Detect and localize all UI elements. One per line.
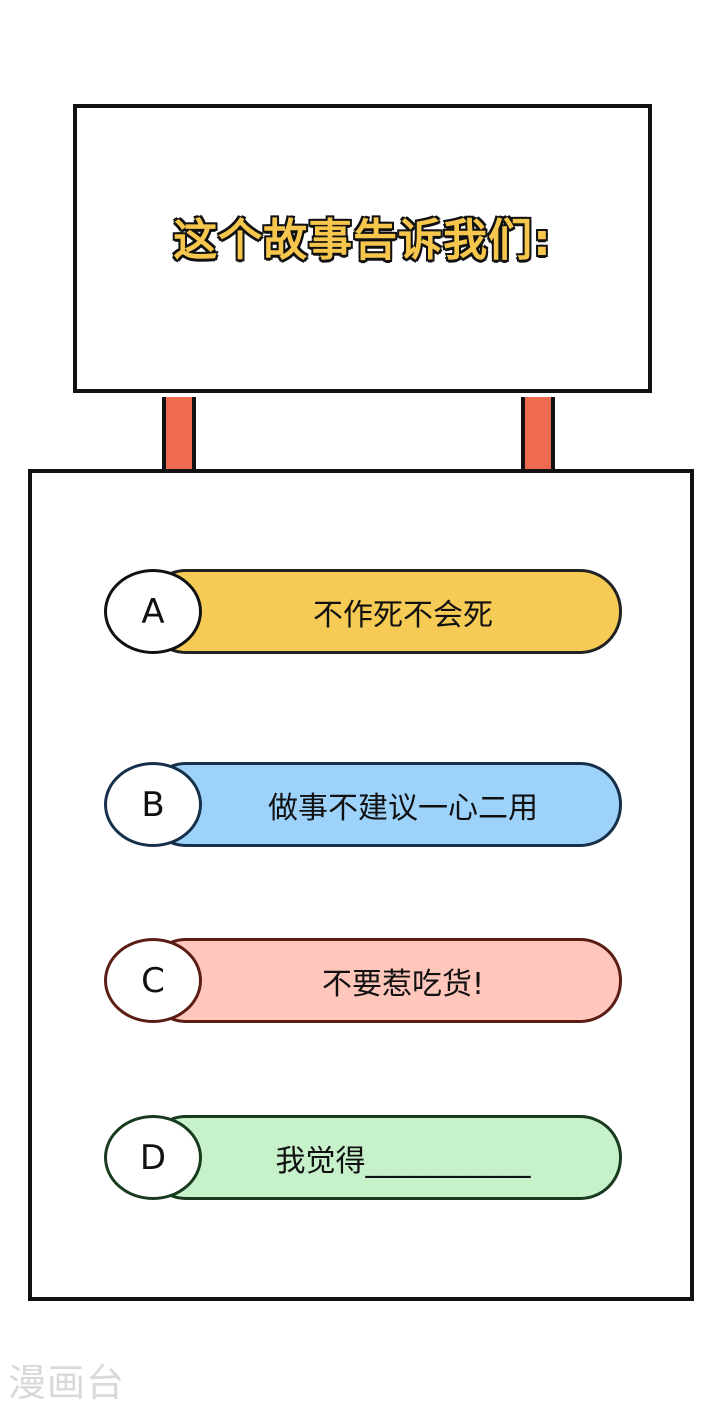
option-d-button[interactable]: 我觉得___________ D <box>104 1115 622 1200</box>
sign-post-left <box>162 397 196 469</box>
option-c-button[interactable]: 不要惹吃货! C <box>104 938 622 1023</box>
watermark-logo: 漫画台 <box>8 1361 126 1405</box>
option-a-button[interactable]: 不作死不会死 A <box>104 569 622 654</box>
option-c-letter: C <box>104 938 202 1023</box>
option-d-text: 我觉得___________ <box>144 1115 622 1200</box>
question-title: 这个故事告诉我们: <box>172 214 552 267</box>
sign-post-right <box>521 397 555 469</box>
option-c-text: 不要惹吃货! <box>144 938 622 1023</box>
option-a-text: 不作死不会死 <box>144 569 622 654</box>
option-a-letter: A <box>104 569 202 654</box>
option-d-letter: D <box>104 1115 202 1200</box>
option-b-button[interactable]: 做事不建议一心二用 B <box>104 762 622 847</box>
answer-panel: 不作死不会死 A 做事不建议一心二用 B 不要惹吃货! C 我觉得_______… <box>28 469 694 1301</box>
option-b-text: 做事不建议一心二用 <box>144 762 622 847</box>
question-sign-board: 这个故事告诉我们: <box>73 104 652 393</box>
option-b-letter: B <box>104 762 202 847</box>
